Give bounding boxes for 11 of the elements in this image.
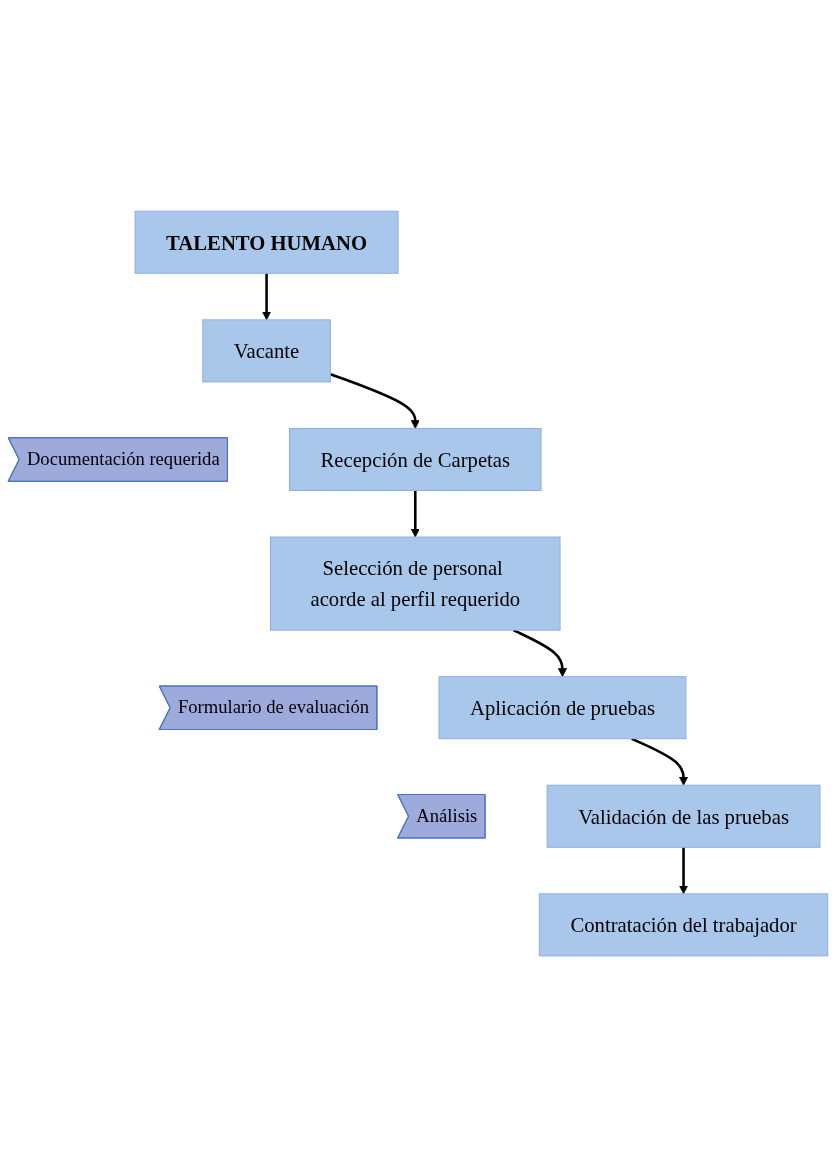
arrow [262, 273, 272, 321]
node-box: Validación de las pruebas [546, 785, 821, 849]
arrow [679, 847, 689, 895]
node-box: Recepción de Carpetas [288, 428, 542, 492]
node-box: TALENTO HUMANO [134, 211, 399, 275]
node-box: Vacante [202, 319, 331, 383]
node-box: Aplicación de pruebas [438, 676, 687, 740]
arrow [410, 490, 420, 538]
node-box: Contratación del trabajador [538, 893, 829, 957]
node-box: Selección de personal acorde al perfil requerido [270, 536, 561, 632]
arrow [512, 629, 567, 678]
